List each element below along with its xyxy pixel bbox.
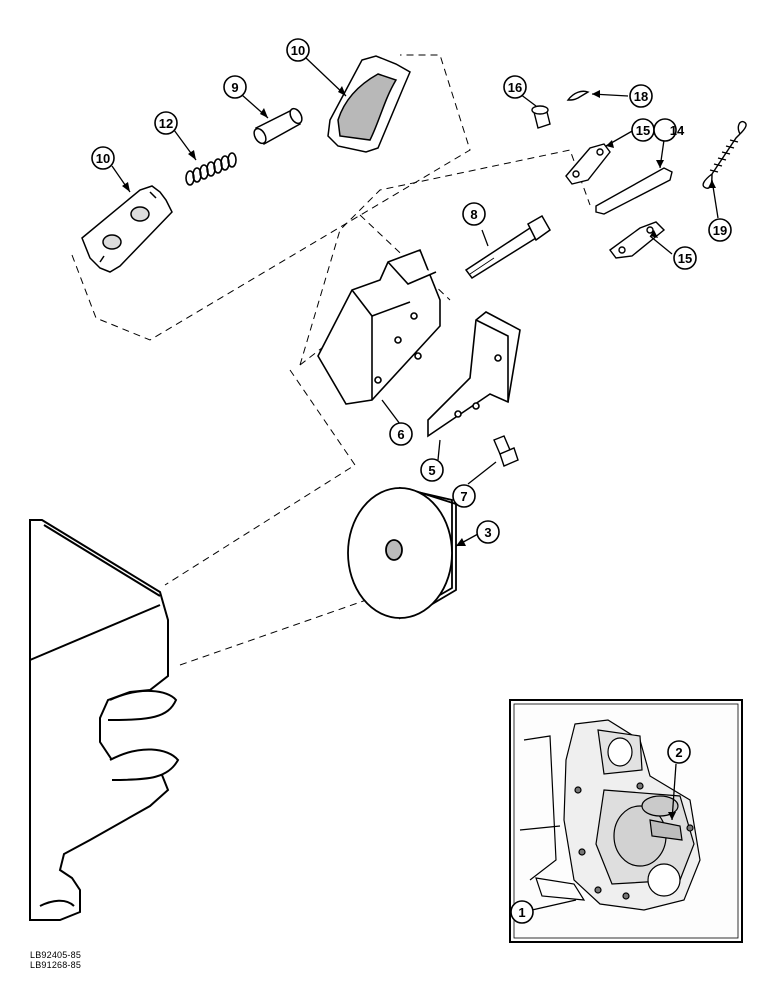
callout-19: 19 bbox=[713, 223, 727, 238]
callout-12: 12 bbox=[159, 116, 173, 131]
callout-15-upper: 15 bbox=[636, 123, 650, 138]
link-15-upper bbox=[565, 143, 611, 185]
inset-photo bbox=[509, 699, 743, 943]
reference-code-2: LB91268-85 bbox=[30, 960, 82, 970]
callout-5: 5 bbox=[428, 463, 435, 478]
callout-15-lower: 15 bbox=[678, 251, 692, 266]
link-15-lower bbox=[609, 221, 666, 259]
brake-drum-3 bbox=[347, 486, 457, 620]
callout-6: 6 bbox=[397, 427, 404, 442]
callout-labels: 10 12 9 10 16 18 15 14 19 15 8 6 5 7 3 2… bbox=[96, 43, 727, 920]
brake-pad-top bbox=[327, 55, 411, 153]
callout-arrowheads bbox=[122, 86, 716, 820]
callout-circles bbox=[91, 38, 732, 924]
bolt-7 bbox=[493, 435, 519, 467]
callout-16: 16 bbox=[508, 80, 522, 95]
callout-2: 2 bbox=[675, 745, 682, 760]
transmission-housing bbox=[29, 519, 180, 921]
callout-3: 3 bbox=[484, 525, 491, 540]
callout-10-top: 10 bbox=[291, 43, 305, 58]
clip-18 bbox=[566, 90, 590, 101]
callout-18: 18 bbox=[634, 89, 648, 104]
callout-8: 8 bbox=[470, 207, 477, 222]
callout-1: 1 bbox=[518, 905, 525, 920]
callout-9: 9 bbox=[231, 80, 238, 95]
brake-pad-left bbox=[81, 185, 173, 273]
sleeve-9 bbox=[253, 107, 303, 146]
callout-7: 7 bbox=[460, 489, 467, 504]
bracket-5 bbox=[427, 311, 521, 438]
pin-16 bbox=[531, 105, 551, 129]
bolt-8 bbox=[464, 214, 551, 280]
callout-14: 14 bbox=[670, 123, 685, 138]
bracket-6 bbox=[317, 248, 441, 405]
link-14 bbox=[595, 167, 673, 215]
reference-code-1: LB92405-85 bbox=[30, 950, 82, 960]
callout-10-left: 10 bbox=[96, 151, 110, 166]
spring-19 bbox=[702, 120, 747, 189]
spring-12 bbox=[185, 152, 237, 186]
